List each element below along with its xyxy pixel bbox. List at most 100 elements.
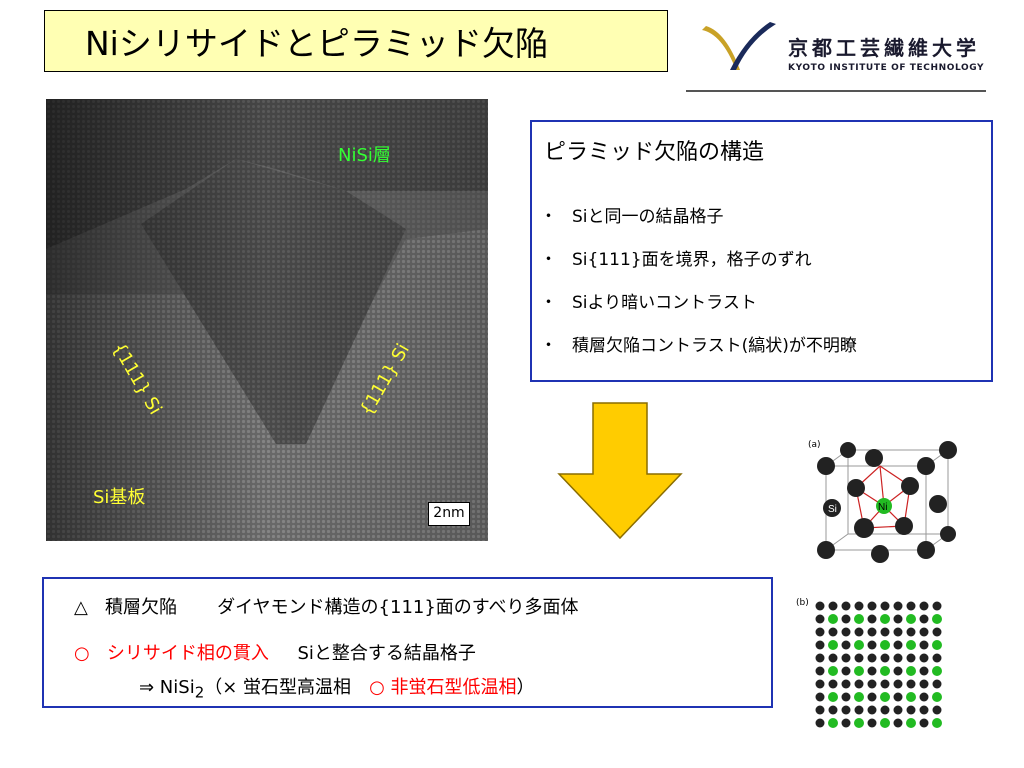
si-atom [906, 705, 916, 715]
ni-atom [906, 692, 916, 702]
si-atom [906, 627, 916, 637]
si-atom [828, 653, 838, 663]
ni-atom [880, 692, 890, 702]
info-title: ピラミッド欠陥の構造 [544, 140, 765, 165]
ni-atom [906, 718, 916, 728]
si-atom [906, 679, 916, 689]
si-atom [919, 666, 929, 676]
logo-mark-icon [702, 22, 776, 70]
si-atom [893, 627, 903, 637]
nisi2-unit-cell-diagram: Si Ni [817, 441, 957, 563]
si-atom [841, 666, 851, 676]
ni-atom [932, 614, 942, 624]
ni-atom [932, 692, 942, 702]
si-atom [841, 679, 851, 689]
slide-title: Niシリサイドとピラミッド欠陥 [85, 24, 548, 63]
ni-atom [906, 640, 916, 650]
ni-atom [906, 666, 916, 676]
si-atom [932, 627, 942, 637]
nisi-layer-label: NiSi層 [338, 145, 391, 166]
si-atom [867, 692, 877, 702]
si-atom [932, 705, 942, 715]
si-atom [815, 666, 825, 676]
list-item: ・ Si{111}面を境界，格子のずれ [540, 250, 812, 270]
crystal-structure-b: (b) [796, 596, 954, 736]
tem-micrograph: NiSi層 {111} Si {111} Si Si基板 [46, 99, 488, 541]
si-atom [919, 718, 929, 728]
si-atom [880, 679, 890, 689]
si-atom [893, 640, 903, 650]
ni-atom [880, 666, 890, 676]
si-atom [919, 653, 929, 663]
row-stacking-fault: △ 積層欠陥 ダイヤモンド構造の{111}面のすべり多面体 [74, 597, 579, 618]
si-atom [854, 705, 864, 715]
ni-atom [828, 614, 838, 624]
tem-image [46, 99, 488, 541]
header-divider [686, 90, 986, 92]
si-atom [815, 705, 825, 715]
si-atom [867, 718, 877, 728]
ni-atom [854, 640, 864, 650]
ni-atom [854, 614, 864, 624]
nisi2-lattice-diagram [815, 601, 942, 728]
conclusion-box: △ 積層欠陥 ダイヤモンド構造の{111}面のすべり多面体 ○ シリサイド相の貫… [42, 577, 773, 708]
caption-a: (a) [808, 440, 821, 450]
si-atom [815, 718, 825, 728]
ni-atom [880, 718, 890, 728]
si-atom [828, 705, 838, 715]
si-atom [828, 601, 838, 611]
row-nisi2-phase: ⇒ NiSi2（× 蛍石型高温相 ○ 非蛍石型低温相） [139, 677, 535, 702]
si-atom [815, 627, 825, 637]
si-atom [815, 692, 825, 702]
structure-info-box: ピラミッド欠陥の構造 ・Siと同一の結晶格子 ・ Si{111}面を境界，格子の… [530, 120, 993, 382]
down-arrow-icon [557, 402, 683, 540]
ni-atom [880, 614, 890, 624]
si-atom [854, 653, 864, 663]
si-atom [880, 705, 890, 715]
list-item: ・Siより暗いコントラスト [540, 293, 757, 313]
si-atom [932, 653, 942, 663]
si-atom [893, 718, 903, 728]
ni-atom [828, 718, 838, 728]
ni-atom [932, 718, 942, 728]
si-atom [893, 614, 903, 624]
si-atom [919, 705, 929, 715]
si-atom [841, 692, 851, 702]
si-atom [867, 705, 877, 715]
si-atom [893, 666, 903, 676]
si-atom [919, 692, 929, 702]
si-atom [828, 627, 838, 637]
si-atom [880, 601, 890, 611]
si-atom [854, 601, 864, 611]
ni-atom-label: Ni [878, 502, 887, 513]
ni-atom [828, 666, 838, 676]
si-atom [867, 601, 877, 611]
ni-atom [906, 614, 916, 624]
ni-atom [932, 666, 942, 676]
si-atom [841, 627, 851, 637]
si-atom [893, 705, 903, 715]
si-atom [815, 653, 825, 663]
si-atom [867, 653, 877, 663]
si-atom [893, 601, 903, 611]
scale-bar: 2nm [428, 502, 470, 526]
ni-atom [828, 692, 838, 702]
si-atom [893, 692, 903, 702]
si-atom [893, 679, 903, 689]
si-atom [828, 679, 838, 689]
ni-atom [932, 640, 942, 650]
si-atom [841, 653, 851, 663]
caption-b: (b) [796, 598, 809, 608]
logo-english-name: KYOTO INSTITUTE OF TECHNOLOGY [788, 63, 985, 73]
si-atom [906, 653, 916, 663]
si-atom [919, 679, 929, 689]
si-atom [880, 653, 890, 663]
si-atom [854, 679, 864, 689]
university-logo: 京都工芸繊維大学 KYOTO INSTITUTE OF TECHNOLOGY [700, 20, 1000, 80]
si-atom [880, 627, 890, 637]
row-silicide-intrusion: ○ シリサイド相の貫入 Siと整合する結晶格子 [74, 643, 476, 664]
si-atom [841, 601, 851, 611]
si-atom [893, 653, 903, 663]
si-atom [867, 666, 877, 676]
si-atom-label: Si [828, 504, 837, 515]
